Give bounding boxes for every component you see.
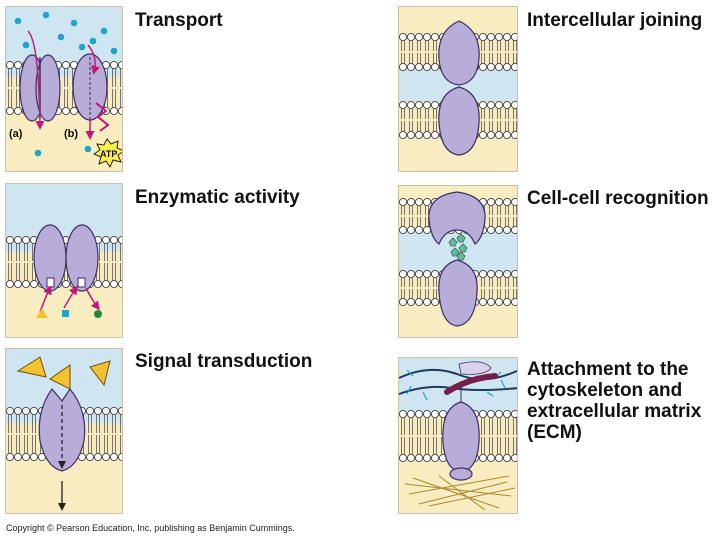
enzymatic-title: Enzymatic activity	[135, 187, 300, 208]
glycoprotein-icon	[428, 191, 486, 327]
enzyme-protein-icon	[33, 224, 99, 292]
carbohydrate-cluster-icon	[448, 233, 468, 261]
signal-title: Signal transduction	[135, 351, 313, 372]
enzyme-arrows	[39, 285, 100, 313]
transport-title: Transport	[135, 10, 223, 31]
lightning-icon	[95, 102, 110, 132]
label-a: (a)	[9, 128, 23, 140]
anchor-protein-icon	[442, 401, 480, 481]
attachment-panel	[398, 357, 518, 514]
signal-illustration	[6, 349, 122, 513]
solute-molecules	[14, 11, 118, 157]
label-b: (b)	[64, 128, 79, 140]
cytoskeleton-filaments	[404, 475, 516, 511]
enzymatic-panel	[5, 183, 123, 338]
transport-panel: (a) (b) ATP	[5, 6, 123, 172]
signal-molecule-icon	[16, 356, 111, 390]
joining-panel	[398, 6, 518, 172]
pump-protein-icon	[72, 53, 108, 121]
square-substrate-icon	[62, 310, 69, 317]
transport-illustration	[6, 7, 122, 171]
atp-label: ATP	[100, 149, 118, 159]
signal-panel	[5, 348, 123, 514]
joining-title: Intercellular joining	[527, 10, 703, 31]
recognition-illustration	[399, 186, 517, 337]
atp-burst-icon	[92, 138, 122, 169]
attachment-title: Attachment to the cytoskeleton and extra…	[527, 359, 702, 443]
enzymatic-illustration	[6, 184, 122, 337]
recognition-panel	[398, 185, 518, 338]
recognition-title: Cell-cell recognition	[527, 188, 709, 209]
transport-arrows	[27, 30, 100, 140]
cytoskeleton-filament-icon	[444, 373, 498, 395]
attachment-illustration	[399, 358, 517, 513]
joining-illustration	[399, 7, 517, 171]
junction-protein-icon	[438, 20, 480, 156]
triangle-substrate-icon	[36, 308, 48, 318]
copyright-notice: Copyright © Pearson Education, Inc. publ…	[6, 523, 295, 533]
circle-substrate-icon	[94, 310, 102, 318]
